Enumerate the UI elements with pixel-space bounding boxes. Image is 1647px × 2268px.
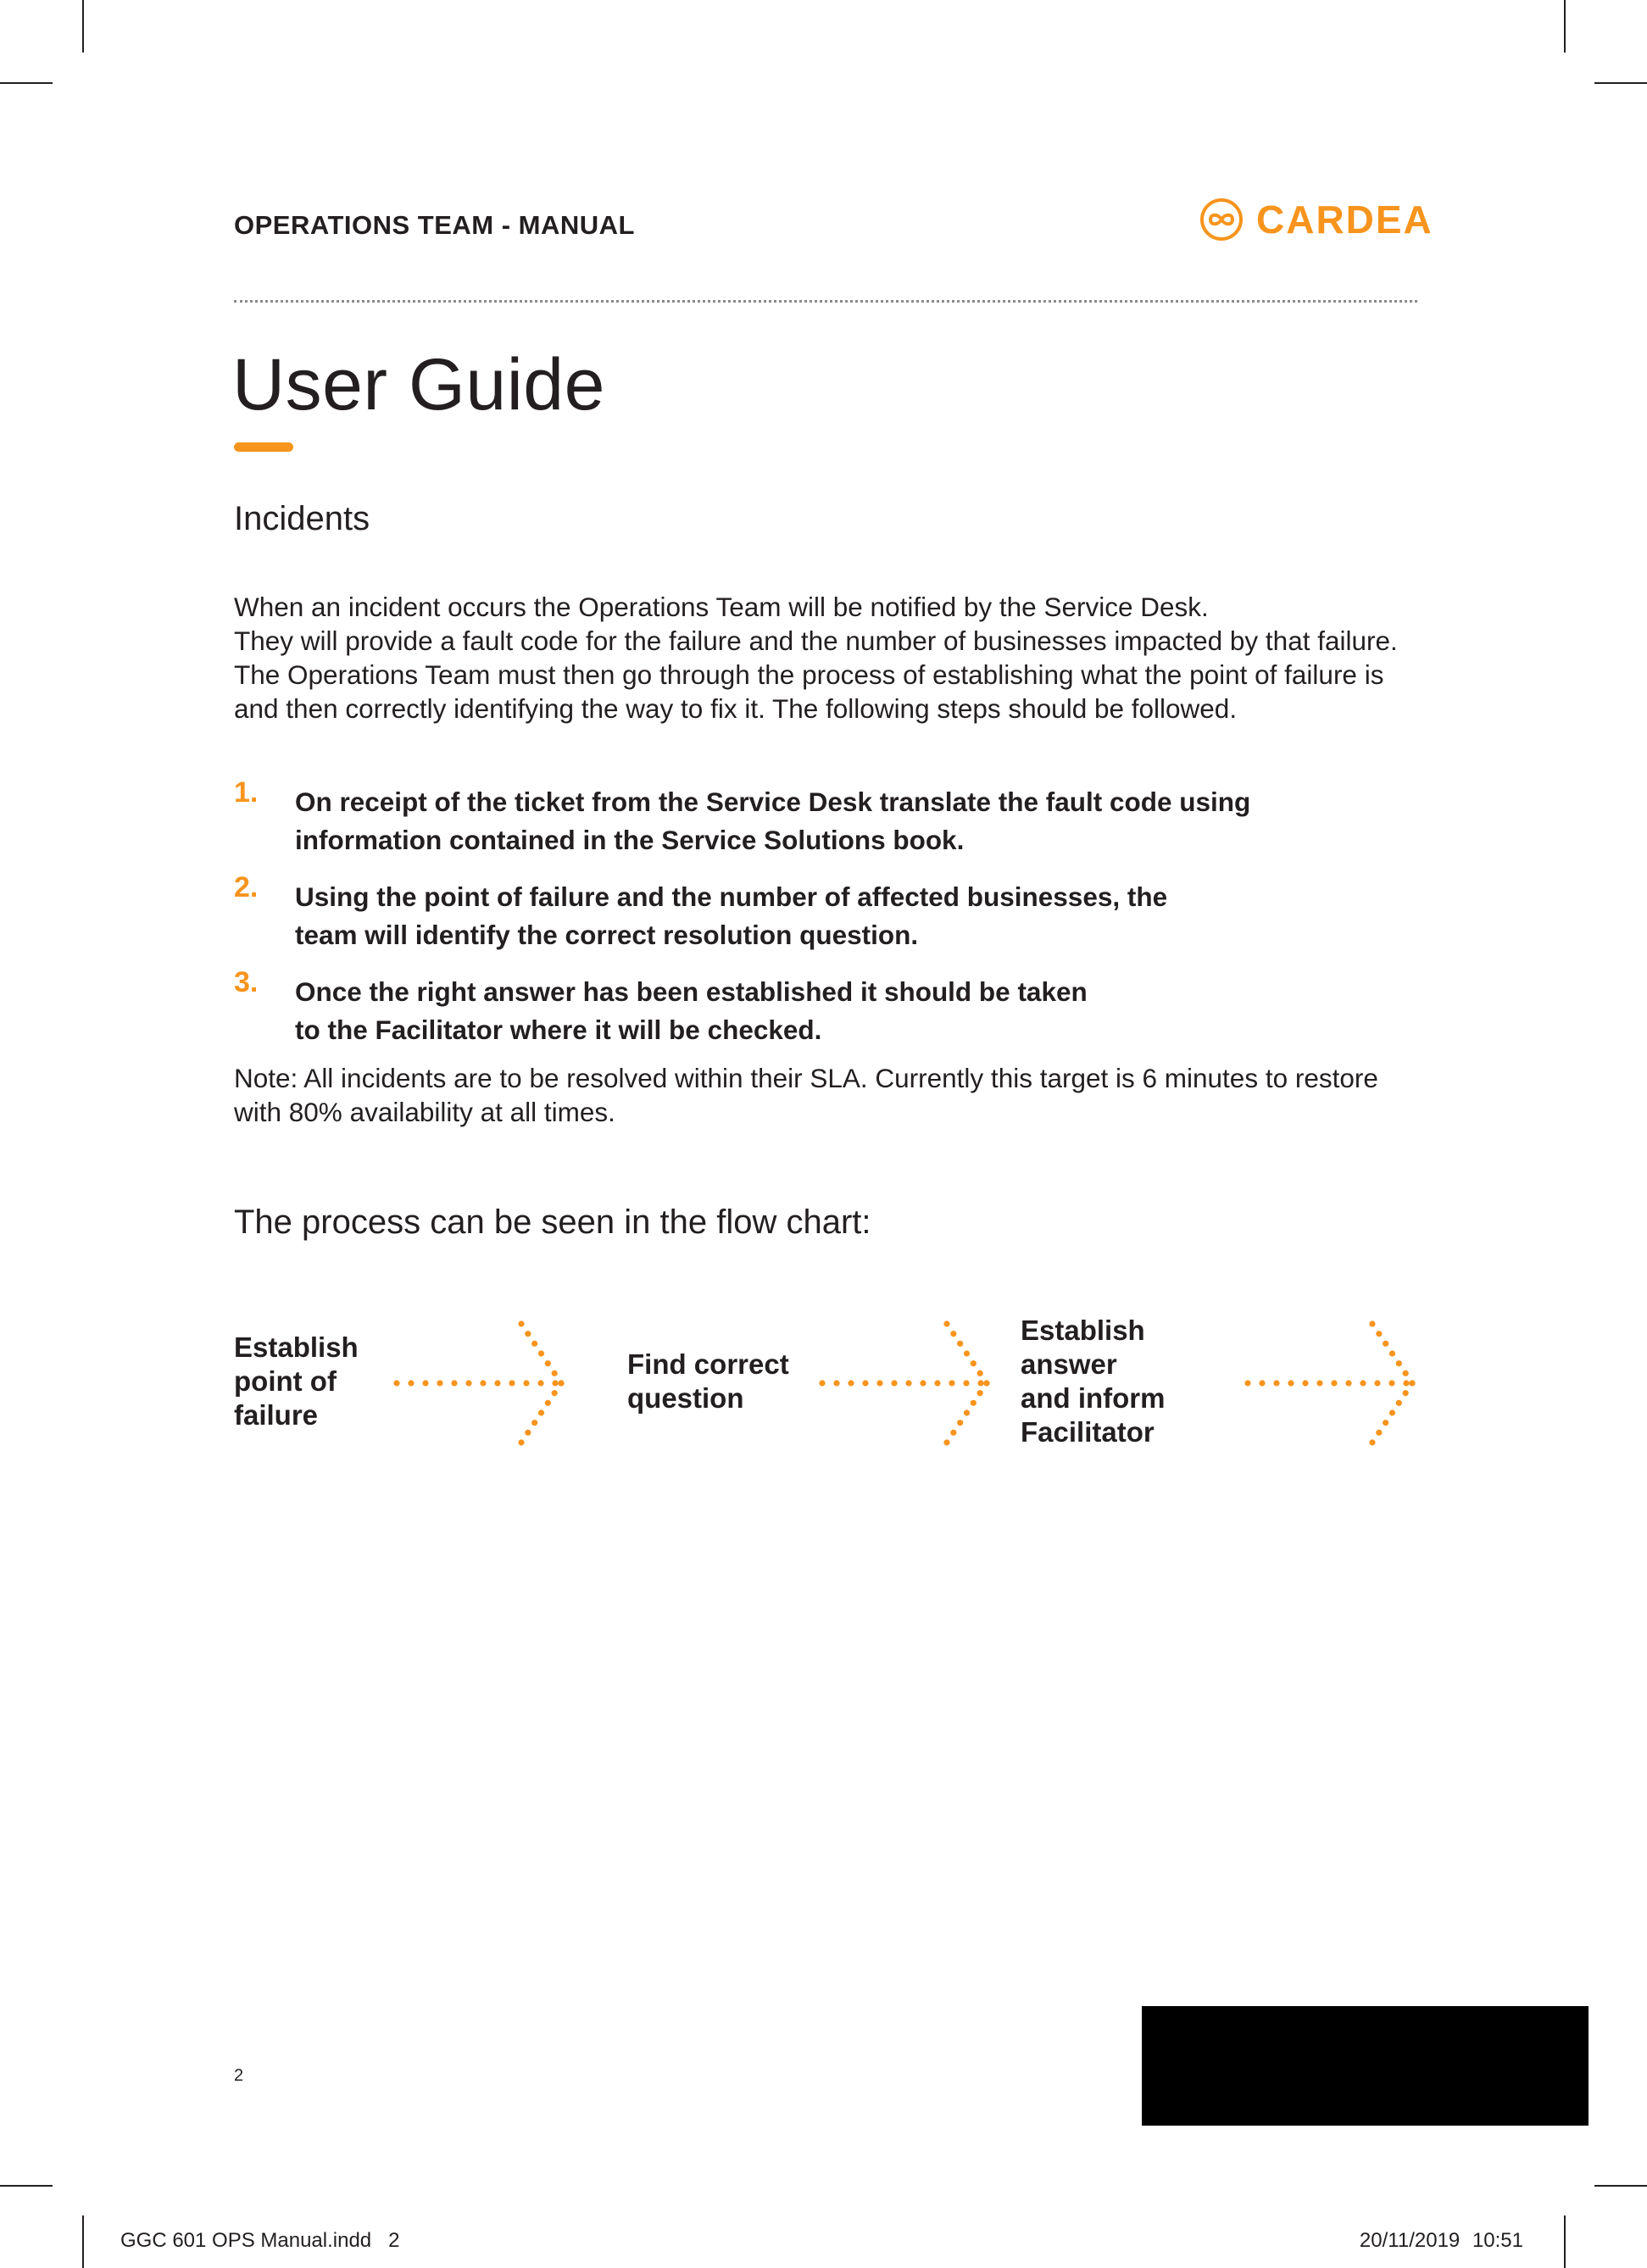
intro-paragraph: When an incident occurs the Operations T… xyxy=(234,592,1398,724)
crop-mark-bottom-right-h xyxy=(1594,2185,1647,2187)
title-underline xyxy=(234,442,293,452)
flow-step-establish-answer: Establish answer and inform Facilitator xyxy=(1021,1315,1166,1448)
steps-list: 1. On receipt of the ticket from the Ser… xyxy=(234,776,1421,1068)
flow-step-establish-failure: Establish point of failure xyxy=(234,1331,359,1431)
crop-mark-top-left xyxy=(82,0,84,53)
header-title: OPERATIONS TEAM - MANUAL xyxy=(234,210,635,240)
slug-time: 10:51 xyxy=(1472,2229,1523,2252)
flow-heading: The process can be seen in the flow char… xyxy=(234,1203,871,1241)
header-divider xyxy=(234,300,1417,303)
crop-mark-bottom-right xyxy=(1564,2215,1566,2268)
dotted-arrow-icon xyxy=(1244,1320,1416,1446)
redaction-block xyxy=(1142,2006,1589,2126)
slug-date: 20/11/2019 xyxy=(1359,2229,1461,2252)
logo-text: CARDEA xyxy=(1256,197,1433,242)
section-heading: Incidents xyxy=(234,500,370,537)
page-title: User Guide xyxy=(232,344,605,425)
infinity-circle-icon xyxy=(1200,198,1243,241)
crop-mark-top-right xyxy=(1564,0,1566,53)
step-text: Using the point of failure and the numbe… xyxy=(295,881,1168,950)
dotted-arrow-icon xyxy=(819,1320,990,1446)
crop-mark-top-left-h xyxy=(0,82,53,84)
step-text: Once the right answer has been establish… xyxy=(295,976,1088,1045)
step-number: 1. xyxy=(234,776,259,809)
list-item: 1. On receipt of the ticket from the Ser… xyxy=(234,776,1421,859)
crop-mark-top-right-h xyxy=(1594,82,1647,84)
crop-mark-bottom-left-h xyxy=(0,2185,53,2187)
list-item: 2. Using the point of failure and the nu… xyxy=(234,871,1421,954)
crop-mark-bottom-left xyxy=(82,2215,84,2268)
list-item: 3. Once the right answer has been establ… xyxy=(234,966,1421,1049)
dotted-arrow-icon xyxy=(393,1320,565,1446)
note-paragraph: Note: All incidents are to be resolved w… xyxy=(234,1063,1378,1127)
step-text: On receipt of the ticket from the Servic… xyxy=(295,787,1251,855)
slug-timestamp: 20/11/2019 10:51 xyxy=(1360,2229,1523,2253)
slug-file: GGC 601 OPS Manual.indd 2 xyxy=(120,2229,400,2252)
page-number: 2 xyxy=(234,2066,244,2085)
step-number: 3. xyxy=(234,966,259,998)
brand-logo: CARDEA xyxy=(1199,197,1433,242)
flow-step-find-question: Find correct question xyxy=(627,1348,789,1414)
step-number: 2. xyxy=(234,871,259,903)
